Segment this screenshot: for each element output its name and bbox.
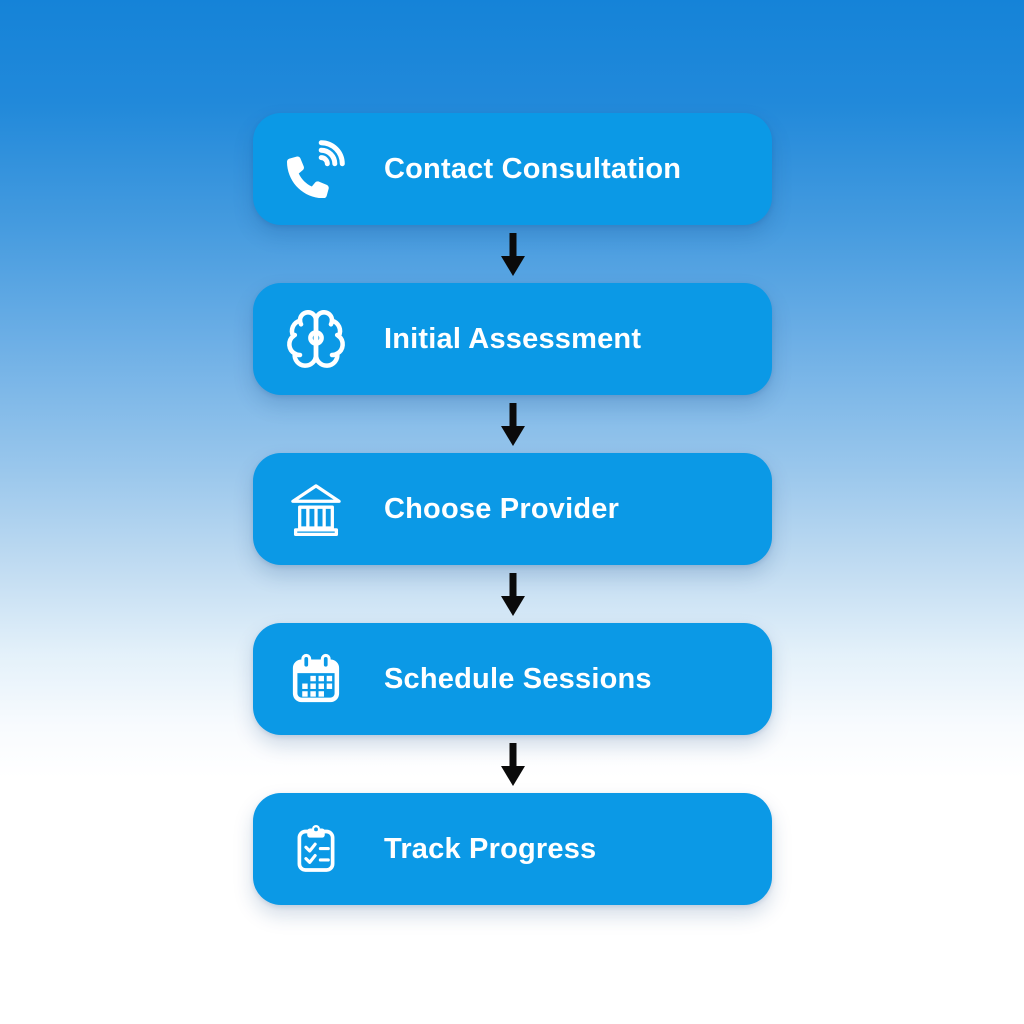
phone-volume-icon [284,137,348,201]
clipboard-checklist-icon [284,817,348,881]
down-arrow-icon [253,395,772,453]
step-label: Choose Provider [384,492,620,525]
step-schedule-sessions: Schedule Sessions [253,623,772,735]
step-contact-consultation: Contact Consultation [253,113,772,225]
step-initial-assessment: Initial Assessment [253,283,772,395]
bank-building-icon [284,477,348,541]
step-label: Schedule Sessions [384,662,652,695]
step-track-progress: Track Progress [253,793,772,905]
step-label: Contact Consultation [384,152,682,185]
down-arrow-icon [253,225,772,283]
step-label: Initial Assessment [384,322,642,355]
calendar-icon [284,647,348,711]
step-choose-provider: Choose Provider [253,453,772,565]
down-arrow-icon [253,565,772,623]
down-arrow-icon [253,735,772,793]
flowchart: Contact Consultation [253,113,772,905]
step-label: Track Progress [384,832,597,865]
brain-icon [284,307,348,371]
